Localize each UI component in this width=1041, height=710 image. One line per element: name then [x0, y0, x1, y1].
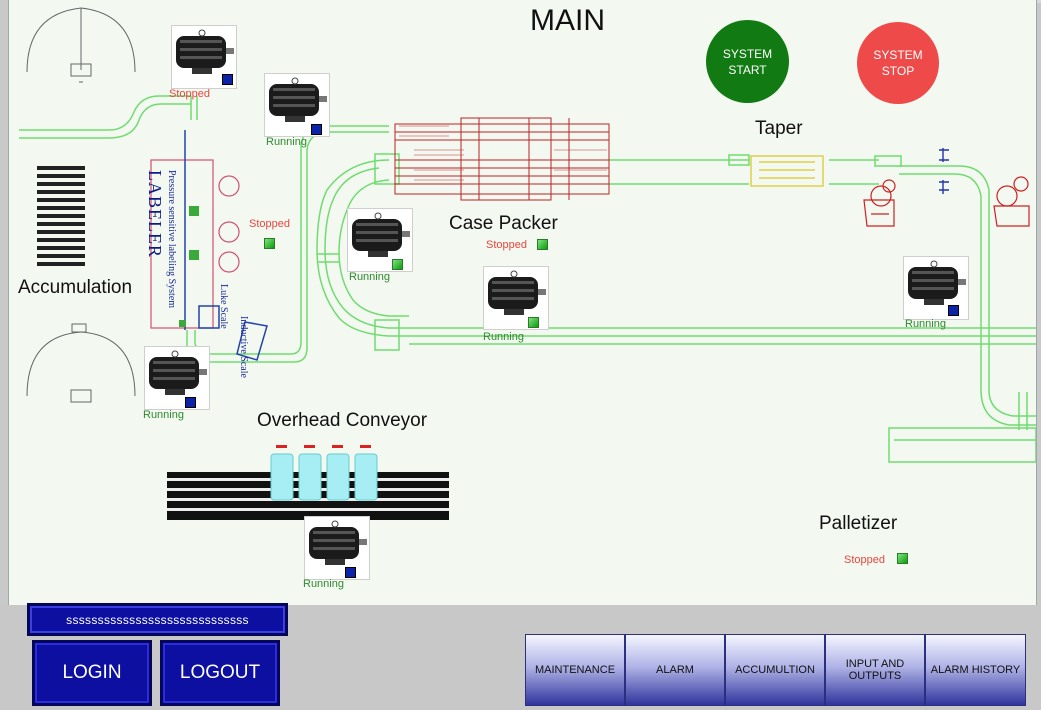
motor-top-mid[interactable] — [264, 73, 330, 137]
page-title: MAIN — [530, 4, 605, 37]
motor-icon — [309, 520, 367, 565]
taper-label: Taper — [755, 118, 803, 139]
nav-maintenance-button[interactable]: MAINTENANCE — [525, 634, 625, 706]
status-palletizer: Stopped — [844, 554, 885, 566]
motor-indicator — [345, 567, 356, 578]
bottles — [270, 453, 378, 501]
nav-io-button[interactable]: INPUT AND OUTPUTS — [825, 634, 925, 706]
motor-icon — [269, 77, 327, 122]
luke-scale-text: Luke Scale — [218, 284, 229, 329]
motor-center[interactable] — [347, 208, 413, 272]
motor-icon — [488, 270, 546, 315]
motor-right[interactable] — [903, 256, 969, 320]
status-motor-top-mid: Running — [266, 136, 307, 148]
user-field[interactable]: sssssssssssssssssssssssssssss — [27, 603, 288, 636]
motor-indicator — [222, 74, 233, 85]
status-motor-top-left: Stopped — [169, 88, 210, 100]
motor-indicator — [311, 124, 322, 135]
motor-overhead[interactable] — [304, 516, 370, 580]
status-labeler: Stopped — [249, 218, 290, 230]
labeler-side-text: Pressure sensitive labeling System — [166, 170, 177, 309]
motor-indicator — [392, 259, 403, 270]
motor-bottom-left[interactable] — [144, 346, 210, 410]
status-case-packer: Stopped — [486, 239, 527, 251]
motor-icon — [908, 260, 966, 305]
motor-icon — [176, 29, 234, 74]
overhead-conveyor-label: Overhead Conveyor — [257, 410, 428, 431]
inductive-scale-text: Inductive Scale — [238, 316, 249, 378]
nav-accumulation-button[interactable]: ACCUMULTION — [725, 634, 825, 706]
palletizer-label: Palletizer — [819, 513, 898, 534]
accumulation-label: Accumulation — [18, 277, 133, 298]
motor-indicator — [948, 305, 959, 316]
system-start-button[interactable]: SYSTEM START — [706, 20, 789, 103]
process-canvas: LABELER Pressure sensitive labeling Syst… — [8, 0, 1037, 605]
motor-case-packer[interactable] — [483, 266, 549, 330]
case-packer-label: Case Packer — [449, 213, 558, 234]
motor-indicator — [185, 397, 196, 408]
system-stop-button[interactable]: SYSTEM STOP — [857, 22, 939, 104]
login-button[interactable]: LOGIN — [32, 640, 152, 706]
motor-indicator — [528, 317, 539, 328]
logout-button[interactable]: LOGOUT — [160, 640, 280, 706]
status-motor-right: Running — [905, 318, 946, 330]
palletizer-indicator — [897, 553, 908, 564]
nav-alarm-button[interactable]: ALARM — [625, 634, 725, 706]
labeler-indicator — [264, 238, 275, 249]
nav-alarm-history-button[interactable]: ALARM HISTORY — [925, 634, 1026, 706]
status-motor-case-packer: Running — [483, 331, 524, 343]
motor-icon — [352, 212, 410, 257]
labeler-title: LABELER — [145, 170, 165, 258]
case-packer-indicator — [537, 239, 548, 250]
status-motor-center: Running — [349, 271, 390, 283]
motor-top-left[interactable] — [171, 25, 237, 89]
status-motor-bottom-left: Running — [143, 409, 184, 421]
motor-icon — [149, 350, 207, 395]
status-motor-overhead: Running — [303, 578, 344, 590]
